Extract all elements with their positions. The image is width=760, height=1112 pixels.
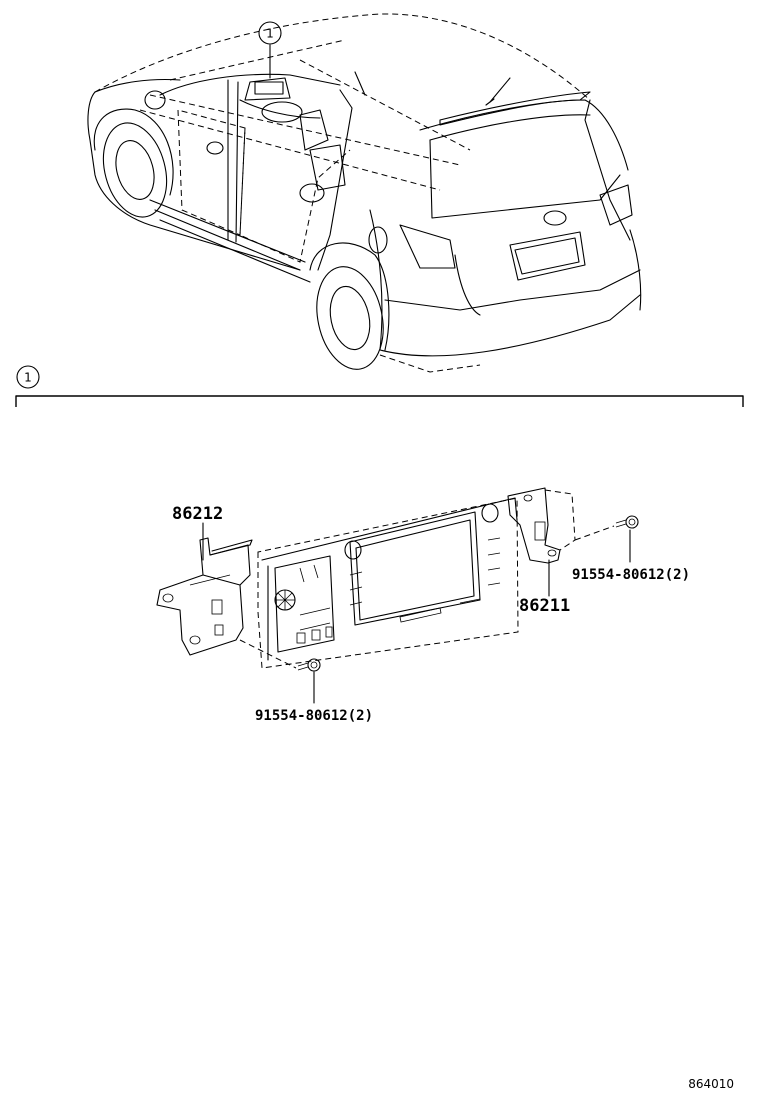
- section-callout-number: 1: [24, 371, 32, 385]
- diagram-ref-code: 864010: [688, 1077, 734, 1091]
- display-unit[interactable]: [257, 497, 519, 669]
- label-86211[interactable]: 86211: [519, 596, 570, 616]
- label-screw-right[interactable]: 91554-80612(2): [572, 567, 690, 583]
- section-divider: [15, 395, 744, 407]
- vehicle-callout[interactable]: 1: [258, 21, 282, 45]
- screw-bottom[interactable]: [239, 639, 321, 672]
- screw-right[interactable]: [574, 515, 639, 541]
- section-header: 1: [15, 365, 744, 407]
- bracket-left-86212[interactable]: [156, 537, 253, 656]
- bracket-right-86211[interactable]: [507, 487, 576, 564]
- vehicle-illustration: [87, 13, 642, 373]
- vehicle-callout-number: 1: [266, 27, 274, 41]
- label-86212[interactable]: 86212: [172, 504, 223, 524]
- label-screw-bottom[interactable]: 91554-80612(2): [255, 708, 373, 724]
- exploded-view: [156, 487, 639, 704]
